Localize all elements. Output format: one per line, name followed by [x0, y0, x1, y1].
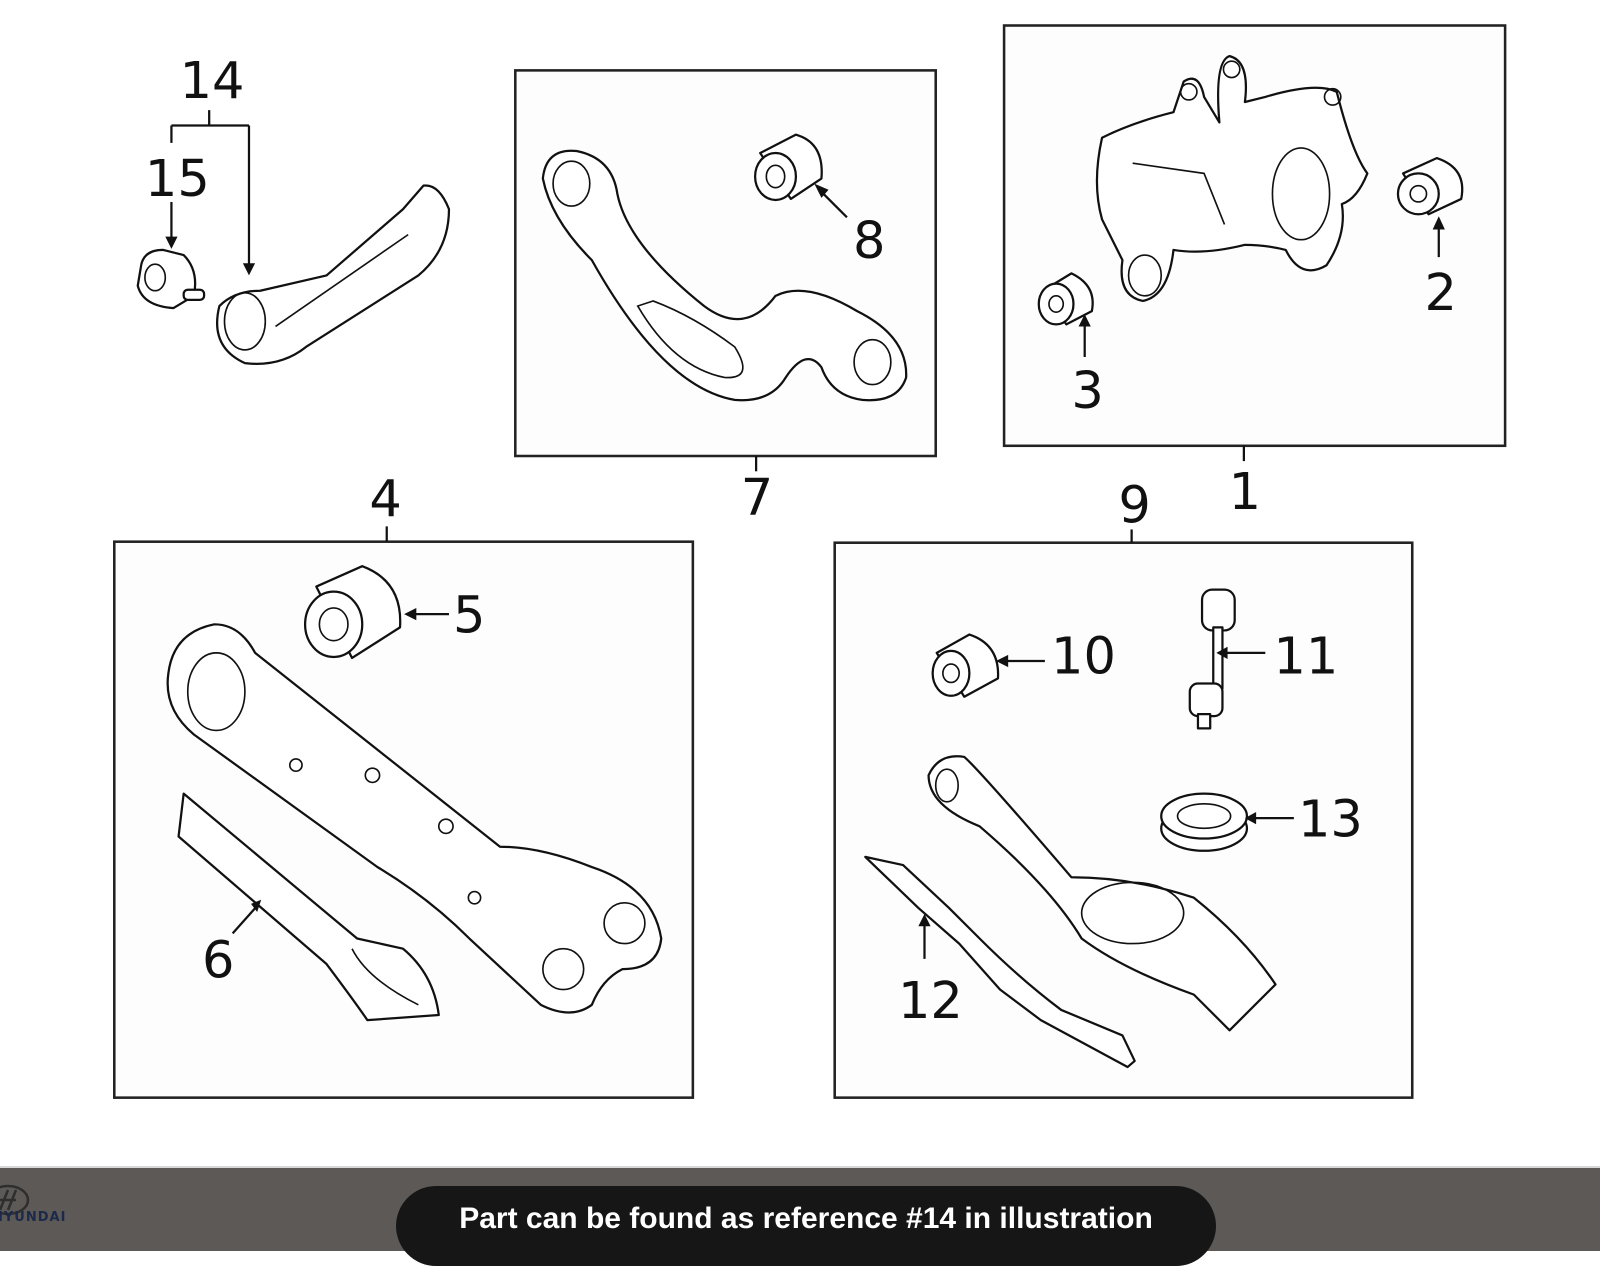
- reference-message: Part can be found as reference #14 in il…: [396, 1186, 1216, 1266]
- part-9-lower-arm[interactable]: [927, 755, 1277, 1032]
- part-12-shield[interactable]: [864, 855, 1136, 1069]
- part-14-arm[interactable]: [216, 184, 451, 365]
- part-13-spring-seat[interactable]: [1160, 792, 1249, 852]
- part-6-bracket[interactable]: [177, 792, 440, 1022]
- footer-bar: HYUNDAI Part can be found as reference #…: [0, 1166, 1600, 1266]
- callout-13[interactable]: 13: [1298, 791, 1363, 850]
- brand-logo-text: HYUNDAI: [0, 1210, 67, 1225]
- parts-illustration: 14 15 8 7 2 3 1: [113, 24, 1507, 1099]
- callout-6[interactable]: 6: [202, 931, 234, 990]
- callout-8[interactable]: 8: [853, 212, 885, 271]
- callout-4[interactable]: 4: [369, 470, 401, 529]
- part-11-stabilizer-link[interactable]: [1188, 588, 1236, 730]
- callout-1[interactable]: 1: [1229, 463, 1261, 522]
- callout-10[interactable]: 10: [1051, 627, 1116, 686]
- callout-5[interactable]: 5: [453, 586, 485, 645]
- callout-9[interactable]: 9: [1118, 476, 1150, 535]
- group-box-9: [833, 541, 1414, 1099]
- callout-15[interactable]: 15: [145, 150, 210, 209]
- part-7-arm[interactable]: [541, 149, 908, 402]
- callout-7[interactable]: 7: [741, 469, 773, 528]
- callout-12[interactable]: 12: [898, 972, 963, 1031]
- callout-3[interactable]: 3: [1071, 362, 1103, 421]
- callout-14[interactable]: 14: [180, 52, 245, 111]
- part-1-knuckle[interactable]: [1095, 54, 1369, 303]
- part-8-bushing[interactable]: [753, 133, 823, 202]
- part-15-bushing[interactable]: [136, 248, 206, 310]
- part-3-bushing[interactable]: [1037, 272, 1094, 326]
- callout-2[interactable]: 2: [1424, 264, 1456, 323]
- part-4-arm[interactable]: [166, 623, 663, 1014]
- part-5-bushing[interactable]: [303, 565, 402, 660]
- brand-logo-icon: [0, 1184, 30, 1216]
- callout-11[interactable]: 11: [1273, 627, 1338, 686]
- part-10-bushing[interactable]: [931, 633, 1000, 698]
- part-2-bushing[interactable]: [1396, 156, 1464, 216]
